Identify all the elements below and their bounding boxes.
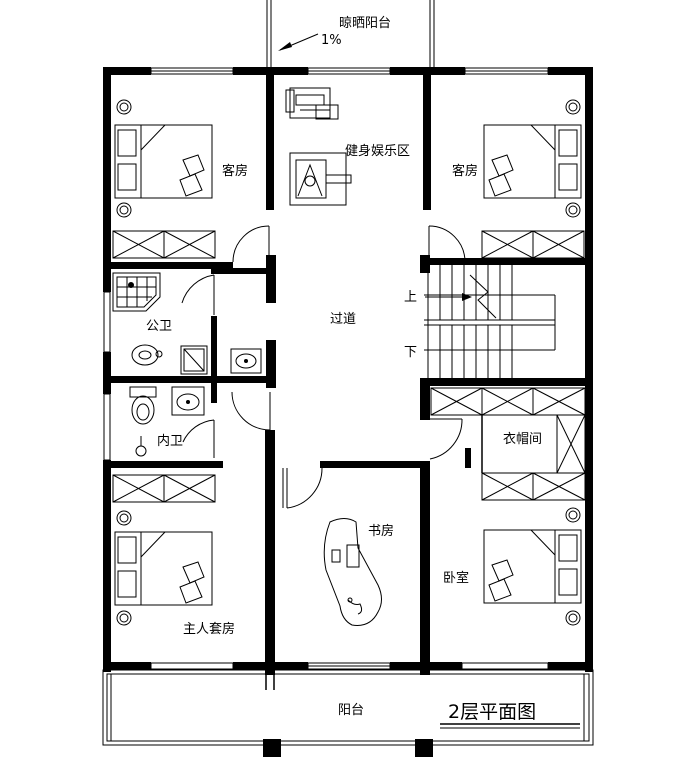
public-bath-label: 公卫 xyxy=(146,319,172,334)
drawing-title: 2层平面图 xyxy=(448,701,536,723)
fitness-area-label: 健身娱乐区 xyxy=(345,143,410,159)
bed-guest-right xyxy=(483,99,582,218)
stair-up-arrow-icon xyxy=(462,293,472,301)
stair-up-label: 上 xyxy=(404,290,417,305)
doors xyxy=(181,225,466,667)
master-suite-label: 主人套房 xyxy=(183,621,235,637)
wardrobes xyxy=(112,230,586,503)
staircase xyxy=(424,265,556,378)
room-labels: 晾晒阳台 1% 客房 健身娱乐区 客房 公卫 过道 上 下 内卫 衣帽间 书房 … xyxy=(146,15,542,723)
bed-bedroom xyxy=(483,507,582,626)
bedroom-label: 卧室 xyxy=(443,570,469,586)
public-bath-fixtures xyxy=(112,272,262,375)
study-label: 书房 xyxy=(368,523,394,539)
bottom-balcony xyxy=(102,669,594,757)
interior-walls xyxy=(103,67,593,690)
guest-room-right-label: 客房 xyxy=(452,163,478,179)
corridor-label: 过道 xyxy=(330,312,356,327)
drying-balcony-label: 晾晒阳台 xyxy=(339,15,391,31)
inner-bath-label: 内卫 xyxy=(157,433,183,449)
stair-down-label: 下 xyxy=(404,345,417,360)
balcony-label: 阳台 xyxy=(338,703,364,718)
study-desk xyxy=(323,518,382,626)
inner-bath-fixtures xyxy=(129,386,205,457)
guest-room-left-label: 客房 xyxy=(222,163,248,179)
bed-master xyxy=(114,510,213,626)
slope-arrow-icon xyxy=(278,42,292,51)
fitness-equipment-icon xyxy=(285,87,352,206)
drying-balcony xyxy=(266,0,435,68)
slope-label: 1% xyxy=(321,33,342,48)
closet-label: 衣帽间 xyxy=(503,431,542,447)
bed-guest-left xyxy=(114,99,213,218)
